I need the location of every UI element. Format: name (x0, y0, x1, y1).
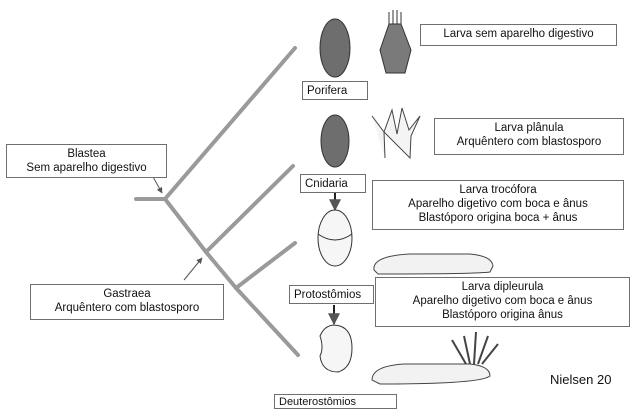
branch-cnidaria (206, 166, 293, 252)
deuterostomios-larva-line3: Blastóporo origina ânus (381, 308, 624, 322)
cnidaria-larva-image (372, 108, 420, 158)
porifera-embryo-image (320, 19, 350, 77)
gastraea-pointer (184, 258, 202, 280)
protostomios-label: Protostômios (289, 285, 374, 304)
deuterostomios-larva-line1: Larva dipleurula (381, 280, 624, 294)
porifera-larva-image (380, 10, 411, 73)
deuterostomios-larva-image (372, 332, 498, 384)
porifera-label: Porifera (302, 81, 368, 100)
source-credit: Nielsen 20 (550, 372, 611, 387)
cnidaria-embryo-image (321, 115, 349, 167)
cnidaria-larva-box: Larva plânula Arquêntero com blastosporo (434, 118, 624, 155)
gastraea-name: Gastraea (36, 287, 218, 301)
porifera-larva-box: Larva sem aparelho digestivo (420, 24, 617, 46)
porifera-larva-line1: Larva sem aparelho digestivo (426, 27, 611, 41)
branch-porifera (165, 48, 295, 199)
blastea-description: Sem aparelho digestivo (12, 161, 161, 175)
protostomios-embryo-image (318, 192, 352, 266)
protostomios-larva-line2: Aparelho digetivo com boca e ânus (378, 197, 618, 211)
branch-gastraea (165, 199, 206, 252)
protostomios-larva-image (374, 254, 493, 274)
blastea-name: Blastea (12, 147, 161, 161)
cnidaria-label: Cnidaria (300, 174, 366, 193)
blastea-label: Blastea Sem aparelho digestivo (6, 144, 167, 178)
gastraea-description: Arquêntero com blastosporo (36, 301, 218, 315)
deuterostomios-larva-line2: Aparelho digetivo com boca e ânus (381, 294, 624, 308)
protostomios-larva-line1: Larva trocófora (378, 183, 618, 197)
cnidaria-larva-line2: Arquêntero com blastosporo (440, 135, 618, 149)
gastraea-label: Gastraea Arquêntero com blastosporo (30, 284, 224, 320)
protostomios-larva-box: Larva trocófora Aparelho digetivo com bo… (372, 180, 624, 230)
deuterostomios-larva-box: Larva dipleurula Aparelho digetivo com b… (375, 277, 630, 327)
deuterostomios-label: Deuterostômios (274, 394, 397, 409)
deuterostomios-embryo-image (320, 305, 352, 372)
protostomios-larva-line3: Blastóporo origina boca + ânus (378, 211, 618, 225)
cnidaria-larva-line1: Larva plânula (440, 121, 618, 135)
branch-bilateria (206, 252, 236, 288)
branch-protostomios (236, 243, 295, 288)
